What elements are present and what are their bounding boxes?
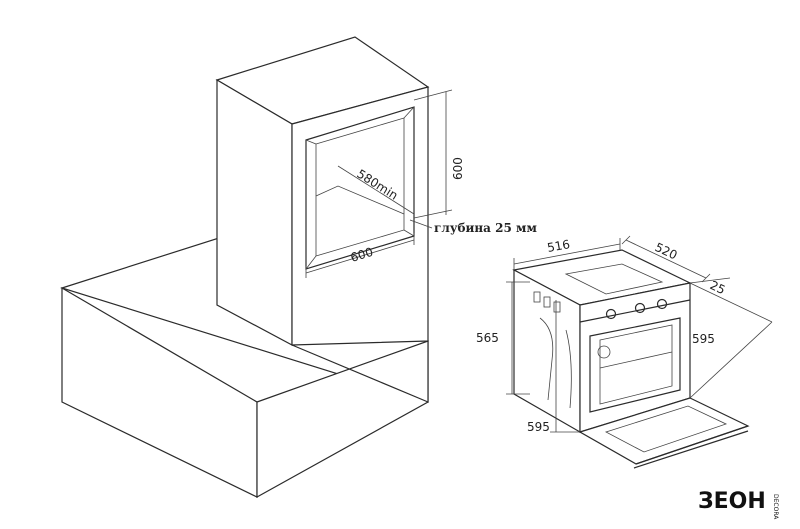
fan-icon (597, 345, 611, 359)
knob-3 (656, 298, 668, 310)
depth-note: глубина 25 мм (434, 221, 537, 235)
niche-floor (315, 185, 405, 215)
control-strip-line (579, 299, 691, 323)
depth-body-label: 516 (546, 237, 571, 255)
height-dim-ext (413, 209, 453, 219)
dim-width-line (689, 321, 773, 399)
oven-height-front-label: 595 (527, 420, 550, 434)
side-rail (539, 317, 554, 401)
vent (533, 291, 541, 303)
depth-dimension-line (337, 165, 415, 215)
niche-height-label: 600 (451, 157, 465, 180)
oven-drawing: 516 520 25 595 565 595 (476, 235, 773, 469)
column-front-face (216, 78, 293, 346)
knob-2 (634, 302, 646, 314)
niche-edge (403, 106, 415, 119)
oven-cavity-inner (599, 324, 673, 405)
dim-width-ext (689, 282, 773, 323)
column-side-face (291, 86, 429, 346)
oven-width-label: 595 (692, 332, 715, 346)
note-leader (409, 219, 433, 229)
side-rail (565, 329, 572, 409)
niche-edge (305, 139, 317, 145)
width-dimension-line (305, 239, 415, 274)
dim-516-line (513, 243, 621, 265)
niche-width-label: 600 (349, 245, 375, 265)
door-edge (635, 425, 749, 465)
knob-1 (605, 308, 617, 320)
oven-height-body-label: 565 (476, 331, 499, 345)
niche-edge (305, 255, 317, 270)
front-label: 25 (708, 278, 728, 297)
cabinet-drawing: 580min 600 600 глубина 25 мм (60, 36, 537, 499)
rack (599, 351, 673, 369)
brand-name: ЗЕОН (698, 489, 766, 514)
brand-logo: ЗЕОН DECORA (698, 489, 779, 520)
oven-top-panel (564, 263, 664, 295)
dim-520-line (625, 239, 707, 279)
door-handle (633, 430, 749, 469)
dim-tick (701, 273, 711, 283)
edge-line (291, 344, 429, 403)
dim-tick (621, 235, 631, 245)
dim-25-line (689, 277, 731, 284)
vent (553, 301, 561, 313)
door-glass (604, 405, 728, 453)
vent (543, 296, 551, 308)
height-dim-ext (413, 89, 453, 101)
oven-cavity (589, 317, 681, 413)
niche-edge (403, 229, 415, 237)
brand-sub: DECORA (772, 494, 779, 520)
